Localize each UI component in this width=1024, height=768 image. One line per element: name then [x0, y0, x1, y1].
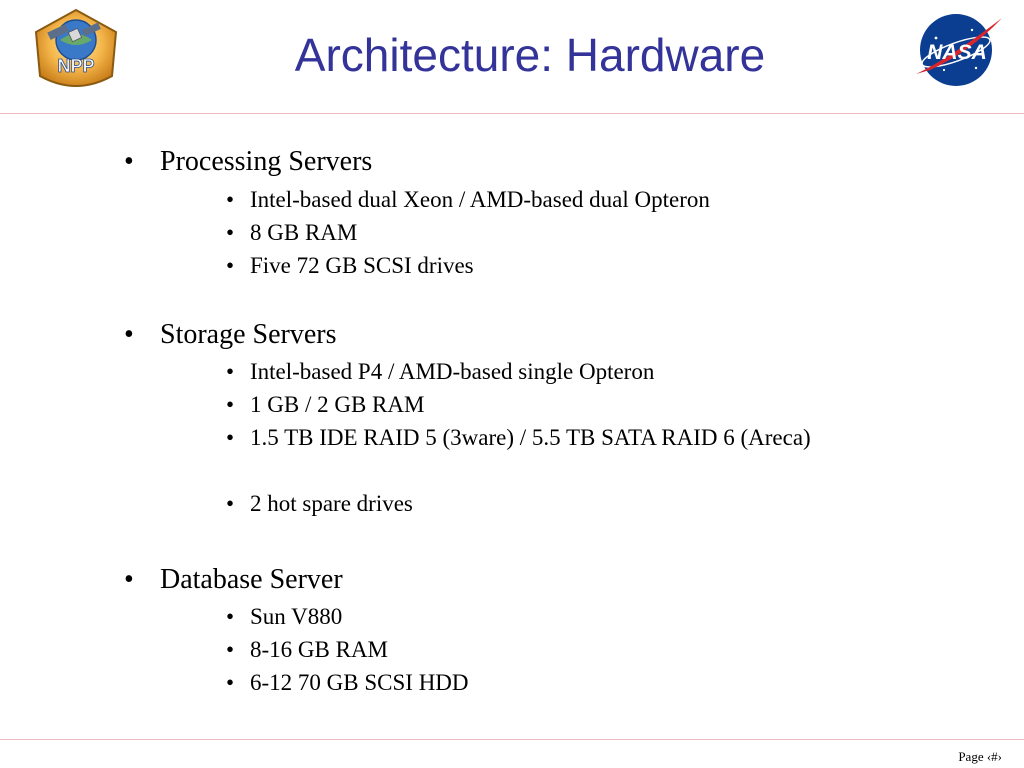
- list-item: 6-12 70 GB SCSI HDD: [250, 670, 469, 695]
- npp-mission-logo-icon: NPP: [34, 8, 118, 87]
- footer-divider: [0, 739, 1024, 740]
- bullet-dot: •: [226, 491, 235, 516]
- bullet-dot: •: [226, 220, 235, 245]
- section-heading: Database Server: [160, 564, 343, 595]
- list-item: 1 GB / 2 GB RAM: [250, 392, 425, 417]
- bullet-dot: •: [226, 392, 235, 417]
- npp-logo-text: NPP: [57, 56, 94, 76]
- bullet-dot: •: [124, 564, 134, 595]
- bullet-dot: •: [226, 670, 235, 695]
- list-item: 8 GB RAM: [250, 220, 358, 245]
- nasa-meatball-logo-icon: NASA: [916, 14, 1002, 86]
- bullet-dot: •: [226, 637, 235, 662]
- bullet-dot: •: [226, 187, 235, 212]
- bullet-dot: •: [226, 253, 235, 278]
- list-item: 1.5 TB IDE RAID 5 (3ware) / 5.5 TB SATA …: [250, 425, 811, 450]
- section-heading: Processing Servers: [160, 146, 373, 177]
- list-item: Sun V880: [250, 604, 343, 629]
- bullet-dot: •: [226, 359, 235, 384]
- list-item: Intel-based dual Xeon / AMD-based dual O…: [250, 187, 710, 212]
- list-item: Intel-based P4 / AMD-based single Optero…: [250, 359, 655, 384]
- nasa-logo-text: NASA: [927, 41, 987, 64]
- section-heading: Storage Servers: [160, 319, 337, 350]
- header-divider: [0, 113, 1024, 114]
- list-item: Five 72 GB SCSI drives: [250, 253, 474, 278]
- bullet-dot: •: [226, 425, 235, 450]
- bullet-dot: •: [124, 146, 134, 177]
- npp-logo: NPP: [30, 6, 122, 94]
- bullet-dot: •: [226, 604, 235, 629]
- slide-title: Architecture: Hardware: [294, 29, 766, 81]
- list-item: 8-16 GB RAM: [250, 637, 389, 662]
- page-number: Page ‹#›: [958, 749, 1002, 764]
- list-item: 2 hot spare drives: [250, 491, 413, 516]
- nasa-logo: NASA: [910, 8, 1006, 90]
- bullet-dot: •: [124, 319, 134, 350]
